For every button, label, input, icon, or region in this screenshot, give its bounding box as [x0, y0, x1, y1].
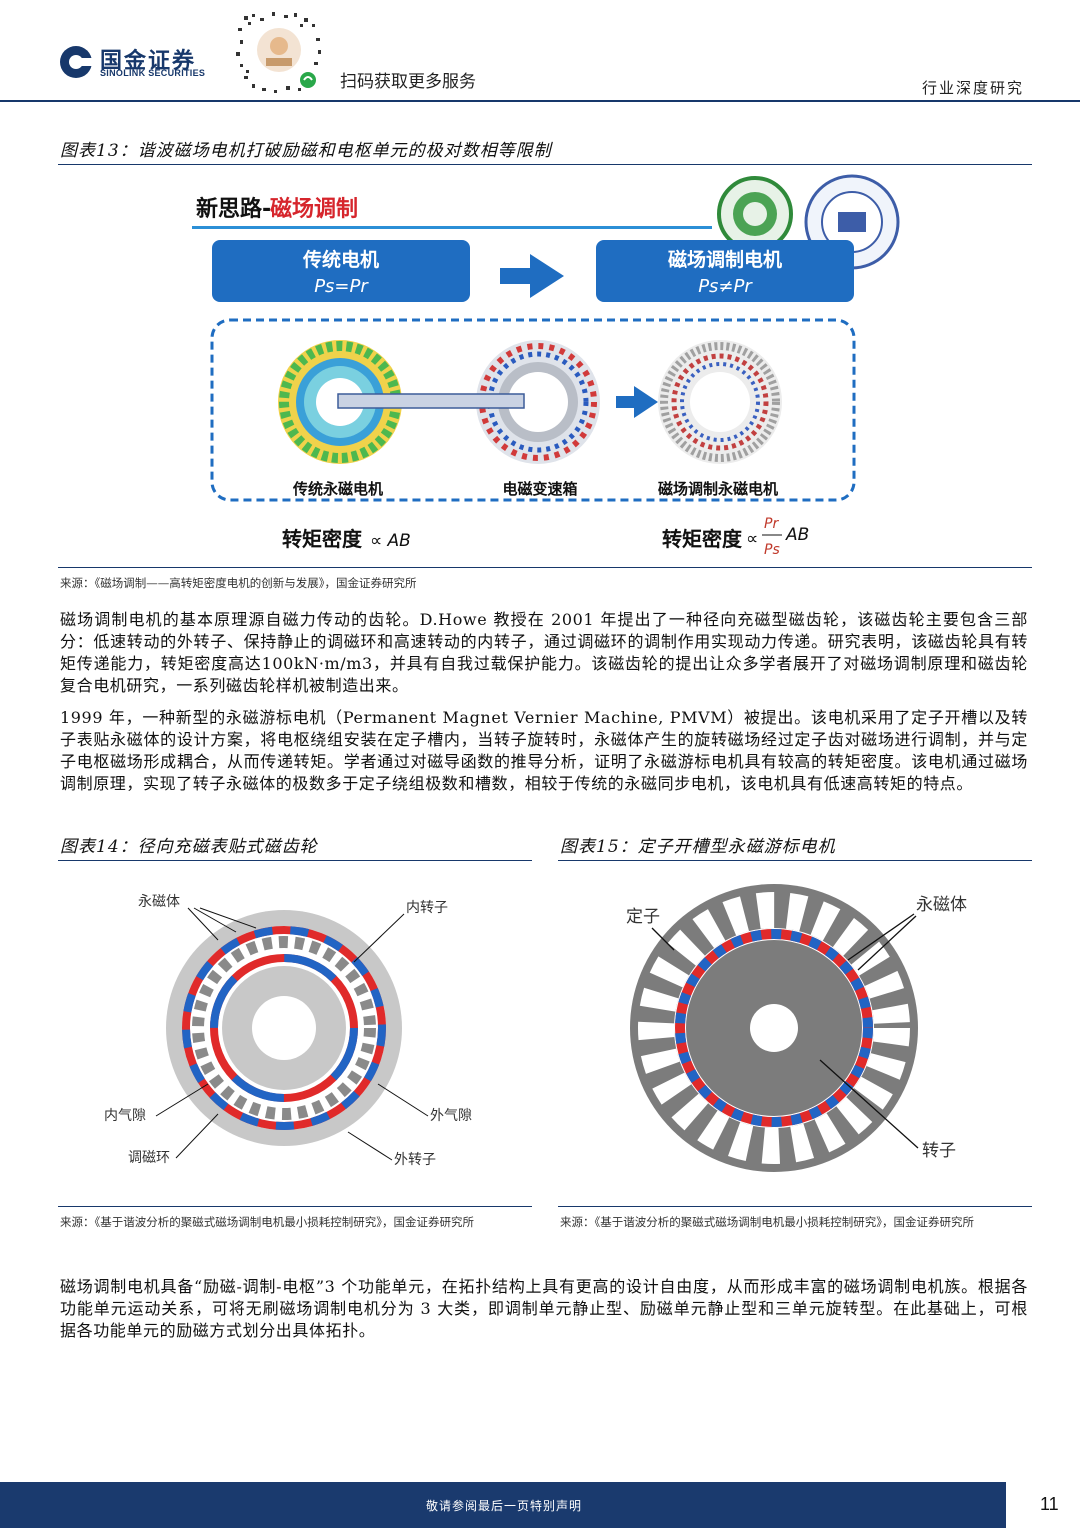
footer-bar: 敬请参阅最后一页特别声明	[0, 1482, 1006, 1528]
label-inner-rotor: 内转子	[406, 900, 448, 916]
sinolink-logo-icon	[60, 46, 92, 78]
brand-name-en: SINOLINK SECURITIES	[100, 68, 206, 78]
header-divider	[0, 100, 1080, 102]
label-traditional-pm-motor: 传统永磁电机	[292, 480, 383, 498]
torque-right-numerator: Pr	[764, 516, 779, 532]
fig13-heading-highlight: 磁场调制	[270, 196, 358, 222]
fig13-heading-prefix: 新思路-	[196, 196, 271, 222]
label-outer-rotor: 外转子	[394, 1152, 436, 1168]
label-outer-gap: 外气隙	[430, 1108, 472, 1124]
label-modulated-pm-motor: 磁场调制永磁电机	[658, 480, 778, 498]
paragraph-1: 磁场调制电机的基本原理源自磁力传动的齿轮。D.Howe 教授在 2001 年提出…	[60, 610, 1028, 695]
label-permanent-magnet: 永磁体	[138, 894, 180, 910]
label-stator: 定子	[626, 907, 660, 927]
figure14-title-rule	[58, 860, 532, 861]
figure15-title: 图表15：定子开槽型永磁游标电机	[560, 837, 836, 857]
torque-left-label: 转矩密度	[282, 527, 363, 551]
scan-text: 扫码获取更多服务	[340, 72, 476, 92]
arrow-right-icon	[500, 254, 564, 298]
figure14-title: 图表14：径向充磁表贴式磁齿轮	[60, 837, 318, 857]
shaft-bar	[337, 393, 525, 409]
footer-disclaimer: 敬请参阅最后一页特别声明	[426, 1499, 583, 1513]
figure13-diagram: 新思路- 磁场调制 传统电机 Ps=Pr 磁场调制电机 Ps≠Pr	[192, 174, 900, 558]
label-rotor: 转子	[922, 1141, 956, 1161]
figure13-bottom-rule	[58, 567, 1032, 568]
label-modulation-ring: 调磁环	[128, 1150, 170, 1166]
figure14-bottom-rule	[58, 1206, 532, 1207]
arrow-right-icon	[616, 386, 658, 418]
figure15-bottom-rule	[558, 1206, 1032, 1207]
label-inner-gap: 内气隙	[104, 1108, 146, 1124]
figure15-title-rule	[558, 860, 1032, 861]
diagram-dashed-frame	[210, 318, 856, 502]
report-type: 行业深度研究	[921, 79, 1024, 97]
box-right-title: 磁场调制电机	[668, 248, 782, 271]
torque-right-label: 转矩密度	[662, 527, 743, 551]
traditional-motor-box	[212, 240, 470, 302]
figure14-source: 来源：《基于谐波分析的聚磁式磁场调制电机最小损耗控制研究》，国金证券研究所	[60, 1215, 474, 1229]
box-left-formula: Ps=Pr	[314, 276, 369, 297]
torque-left-formula: ∝ AB	[370, 531, 411, 551]
paragraph-3: 磁场调制电机具备“励磁-调制-电枢”3 个功能单元，在拓扑结构上具有更高的设计自…	[60, 1277, 1028, 1340]
box-left-title: 传统电机	[302, 248, 379, 271]
torque-right-prop: ∝	[746, 529, 758, 549]
torque-right-denominator: Ps	[764, 542, 780, 558]
box-right-formula: Ps≠Pr	[698, 276, 753, 297]
label-permanent-magnet: 永磁体	[916, 895, 967, 915]
figure15-source: 来源：《基于谐波分析的聚磁式磁场调制电机最小损耗控制研究》，国金证券研究所	[560, 1215, 974, 1229]
modulated-pm-motor-image	[658, 340, 782, 464]
paragraph-2: 1999 年，一种新型的永磁游标电机（Permanent Magnet Vern…	[60, 708, 1028, 793]
figure13-title: 图表13：谐波磁场电机打破励磁和电枢单元的极对数相等限制	[60, 141, 552, 161]
fig13-heading-underline	[192, 226, 712, 229]
torque-right-ab: AB	[785, 525, 809, 545]
figure13-source: 来源：《磁场调制——高转矩密度电机的创新与发展》，国金证券研究所	[60, 576, 417, 590]
brand-name-cn: 国金证券	[100, 49, 197, 74]
modulated-motor-box	[596, 240, 854, 302]
figure15-diagram: 定子 永磁体 转子	[626, 884, 967, 1172]
magnetic-gearbox-image	[476, 340, 600, 464]
figure13-title-rule	[58, 164, 1032, 165]
page-number: 11	[1040, 1494, 1059, 1514]
figure14-diagram: 永磁体 内转子 内气隙 外气隙 调磁环 外转子	[104, 894, 472, 1168]
label-magnetic-gearbox: 电磁变速箱	[502, 480, 577, 498]
university-seal-icon	[717, 176, 793, 252]
qr-code-icon[interactable]	[234, 10, 324, 94]
